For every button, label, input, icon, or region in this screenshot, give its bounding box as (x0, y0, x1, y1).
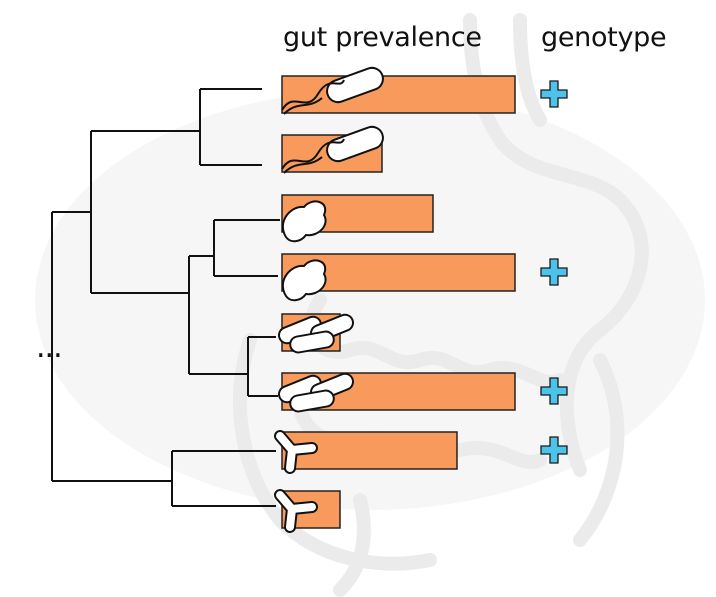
gut-prevalence-header: gut prevalence (283, 22, 482, 53)
genotype-plus-icon (540, 436, 568, 464)
genotype-header: genotype (541, 22, 667, 53)
genotype-markers (540, 80, 568, 464)
spirochete-microbe-icon (281, 66, 384, 115)
spirochete-microbe-icon (281, 125, 384, 174)
ellipsis-collapsed-branch: ... (36, 330, 63, 365)
branched-microbe-icon (274, 489, 318, 533)
rod-microbe-icon (278, 372, 354, 413)
coccus-cluster-microbe-icon (281, 200, 327, 243)
phylogenetic-tree (51, 88, 280, 507)
prevalence-bar (281, 75, 516, 114)
rod-microbe-icon (278, 313, 354, 354)
microbe-icons (274, 66, 384, 533)
genotype-plus-icon (540, 377, 568, 405)
genotype-plus-icon (540, 258, 568, 286)
genotype-plus-icon (540, 80, 568, 108)
coccus-cluster-microbe-icon (281, 259, 327, 302)
branched-microbe-icon (274, 430, 318, 474)
